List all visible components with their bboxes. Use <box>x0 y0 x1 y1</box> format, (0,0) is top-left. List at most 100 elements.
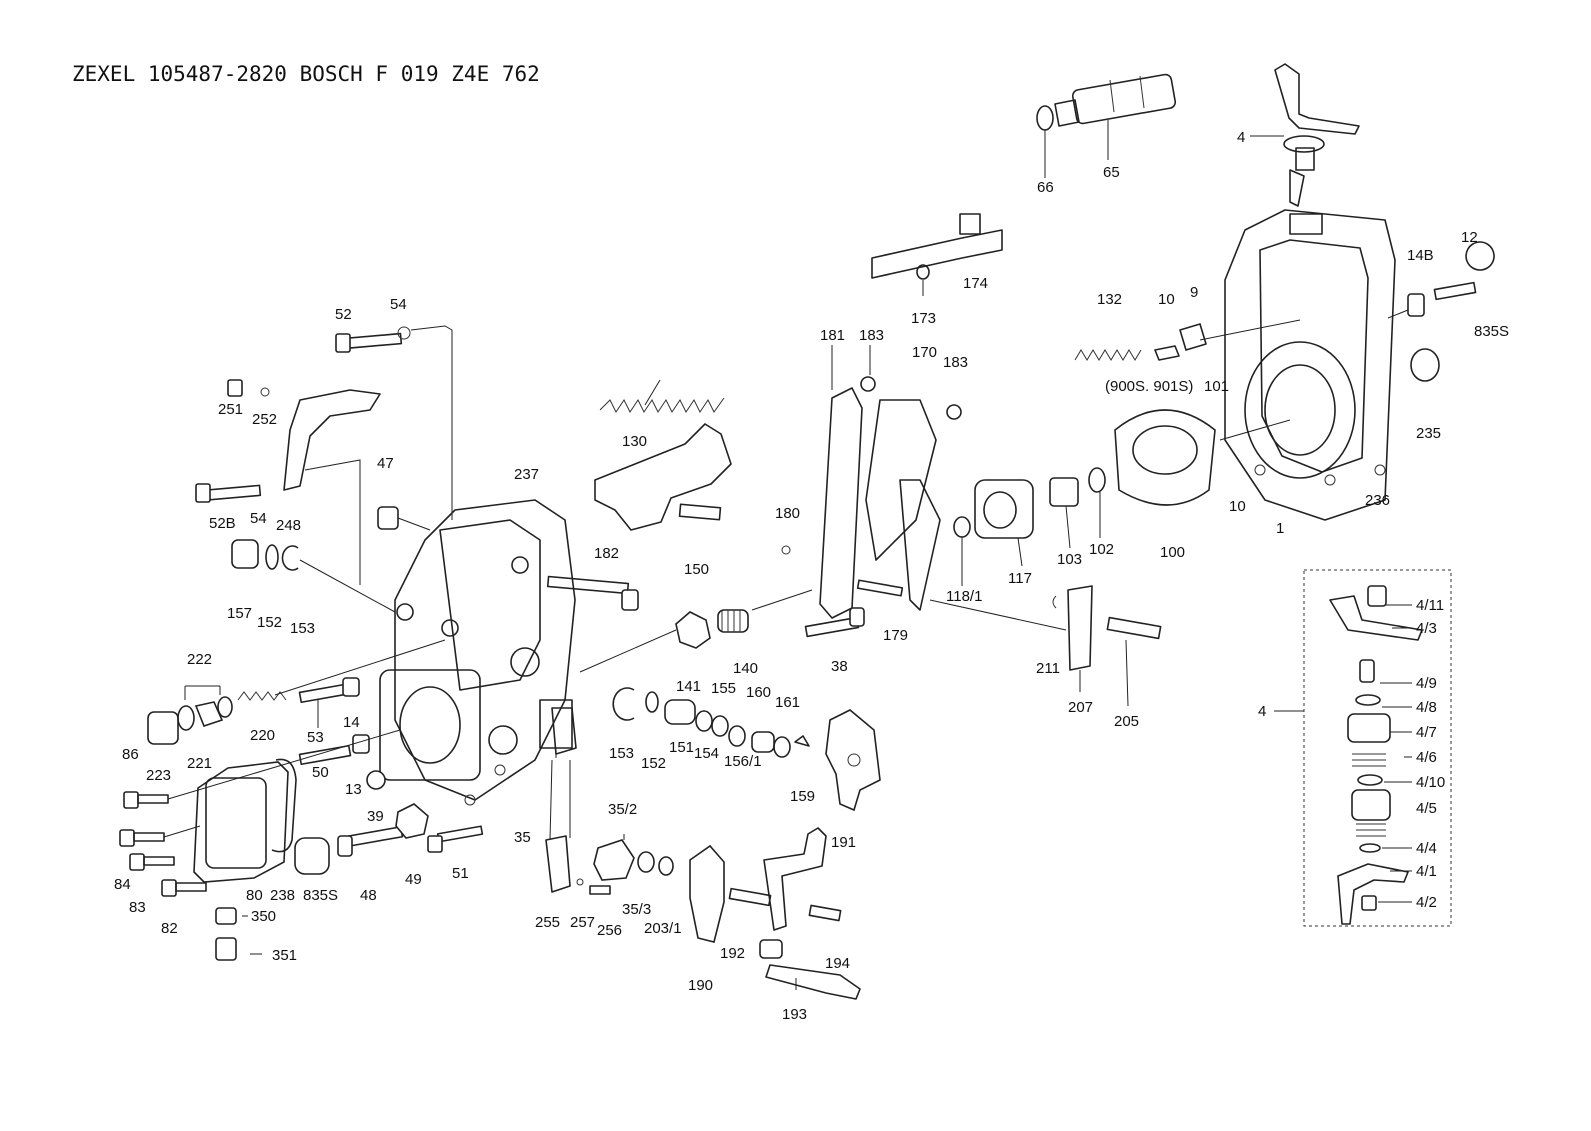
label-152a: 152 <box>257 614 282 631</box>
sub-assembly-4-parts <box>1329 585 1423 925</box>
bracket-35-255 <box>545 707 577 893</box>
label-86: 86 <box>122 746 139 763</box>
label-155: 155 <box>711 680 736 697</box>
label-900s-901s: (900S. 901S) <box>1105 378 1193 395</box>
label-191: 191 <box>831 834 856 851</box>
label-12: 12 <box>1461 229 1478 246</box>
label-351: 351 <box>272 947 297 964</box>
label-82: 82 <box>161 920 178 937</box>
label-350: 350 <box>251 908 276 925</box>
label-4-4: 4/4 <box>1416 840 1437 857</box>
levers-190-193 <box>689 827 861 1000</box>
label-183b: 183 <box>943 354 968 371</box>
label-4-10: 4/10 <box>1416 774 1445 791</box>
lever-174 <box>871 213 1003 296</box>
screws-38-179 <box>804 579 904 638</box>
sub-assembly-leaders <box>242 604 1412 955</box>
label-152b: 152 <box>641 755 666 772</box>
label-101: 101 <box>1204 378 1229 395</box>
label-835S-left: 835S <box>303 887 338 904</box>
label-251: 251 <box>218 401 243 418</box>
plug-222-group <box>147 639 446 745</box>
label-13: 13 <box>345 781 362 798</box>
lever-assembly-4 <box>1250 63 1360 207</box>
label-51: 51 <box>452 865 469 882</box>
label-4-top: 4 <box>1237 129 1245 146</box>
label-83: 83 <box>129 899 146 916</box>
label-237: 237 <box>514 466 539 483</box>
cover-80 <box>119 729 401 961</box>
label-132: 132 <box>1097 291 1122 308</box>
label-180: 180 <box>775 505 800 522</box>
label-14: 14 <box>343 714 360 731</box>
label-4-5: 4/5 <box>1416 800 1437 817</box>
label-47: 47 <box>377 455 394 472</box>
label-248: 248 <box>276 517 301 534</box>
label-252: 252 <box>252 411 277 428</box>
plug-parts-right <box>1387 241 1495 382</box>
label-10a: 10 <box>1158 291 1175 308</box>
flyweight-group <box>953 409 1216 586</box>
label-53: 53 <box>307 729 324 746</box>
label-140: 140 <box>733 660 758 677</box>
label-236: 236 <box>1365 492 1390 509</box>
label-183a: 183 <box>859 327 884 344</box>
label-10b: 10 <box>1229 498 1246 515</box>
label-190: 190 <box>688 977 713 994</box>
label-207: 207 <box>1068 699 1093 716</box>
label-100: 100 <box>1160 544 1185 561</box>
label-141: 141 <box>676 678 701 695</box>
label-54a: 54 <box>390 296 407 313</box>
label-130: 130 <box>622 433 647 450</box>
bolt-182 <box>546 575 639 611</box>
valve-parts-row <box>579 589 813 758</box>
label-160: 160 <box>746 684 771 701</box>
label-220: 220 <box>250 727 275 744</box>
label-52B: 52B <box>209 515 236 532</box>
label-173: 173 <box>911 310 936 327</box>
diagram-title: ZEXEL 105487-2820 BOSCH F 019 Z4E 762 <box>72 62 540 86</box>
label-4-box: 4 <box>1258 703 1266 720</box>
label-154: 154 <box>694 745 719 762</box>
label-48: 48 <box>360 887 377 904</box>
label-151: 151 <box>669 739 694 756</box>
label-150: 150 <box>684 561 709 578</box>
label-50: 50 <box>312 764 329 781</box>
label-222: 222 <box>187 651 212 668</box>
label-179: 179 <box>883 627 908 644</box>
governor-housing-1 <box>1199 209 1396 521</box>
solenoid-65 <box>1036 73 1177 178</box>
label-174: 174 <box>963 275 988 292</box>
label-238: 238 <box>270 887 295 904</box>
label-80: 80 <box>246 887 263 904</box>
label-4-1: 4/1 <box>1416 863 1437 880</box>
label-203-1: 203/1 <box>644 920 682 937</box>
label-235: 235 <box>1416 425 1441 442</box>
label-835S-right: 835S <box>1474 323 1509 340</box>
label-84: 84 <box>114 876 131 893</box>
label-182: 182 <box>594 545 619 562</box>
label-4-9: 4/9 <box>1416 675 1437 692</box>
spring-132 <box>1074 323 1207 361</box>
plate-207-group <box>929 585 1162 707</box>
label-65: 65 <box>1103 164 1120 181</box>
label-211: 211 <box>1036 660 1060 677</box>
label-103: 103 <box>1057 551 1082 568</box>
bracket-248-group <box>195 325 453 585</box>
label-153a: 153 <box>290 620 315 637</box>
label-66: 66 <box>1037 179 1054 196</box>
pump-housing-237 <box>379 499 576 806</box>
label-221: 221 <box>187 755 212 772</box>
label-255: 255 <box>535 914 560 931</box>
label-192: 192 <box>720 945 745 962</box>
plugs-48-51 <box>294 803 484 875</box>
label-159: 159 <box>790 788 815 805</box>
label-49: 49 <box>405 871 422 888</box>
label-153b: 153 <box>609 745 634 762</box>
label-223: 223 <box>146 767 171 784</box>
label-4-3: 4/3 <box>1416 620 1437 637</box>
parts-35-2-group <box>576 834 674 895</box>
label-257: 257 <box>570 914 595 931</box>
label-35: 35 <box>514 829 531 846</box>
